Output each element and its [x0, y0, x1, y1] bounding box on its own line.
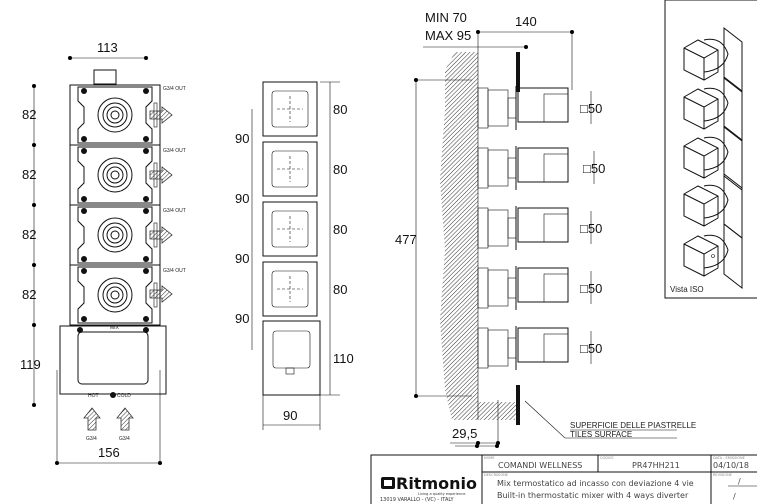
svg-text:Built-in thermostatic mixer wi: Built-in thermostatic mixer with 4 ways …: [497, 491, 689, 500]
svg-text:G3/4 OUT: G3/4 OUT: [163, 148, 186, 154]
svg-text:82: 82: [22, 167, 36, 182]
svg-text:140: 140: [515, 14, 537, 29]
svg-text:80: 80: [333, 282, 347, 297]
knob-size-labels: □50 □50 □50 □50 □50: [580, 91, 605, 364]
svg-text:MAX 95: MAX 95: [425, 28, 471, 43]
dimensions: 113 156 82 82 82 82 119: [20, 40, 162, 465]
svg-text:90: 90: [235, 131, 249, 146]
svg-text:82: 82: [22, 287, 36, 302]
svg-text:/: /: [738, 477, 741, 486]
svg-text:□50: □50: [580, 281, 602, 296]
svg-text:90: 90: [235, 311, 249, 326]
svg-text:29,5: 29,5: [452, 426, 477, 441]
svg-text:G3/4: G3/4: [86, 436, 97, 442]
svg-text:80: 80: [333, 162, 347, 177]
title-block: Ritmonio Living a quality experience. 13…: [370, 444, 757, 504]
side-dimensions: MIN 70 MAX 95 140 477 □50 □50 □50 □50 □5…: [395, 10, 696, 445]
svg-text:□50: □50: [580, 101, 602, 116]
svg-text:90: 90: [235, 191, 249, 206]
svg-text:Vista ISO: Vista ISO: [670, 285, 704, 294]
inlet-arrows: G3/4 G3/4: [83, 407, 134, 442]
iso-view: Vista ISO: [664, 0, 757, 299]
svg-text:/: /: [733, 492, 736, 501]
svg-text:COLD: COLD: [117, 393, 131, 399]
svg-text:MIX: MIX: [110, 325, 120, 331]
svg-text:COMANDI WELLNESS: COMANDI WELLNESS: [498, 461, 582, 470]
svg-text:82: 82: [22, 107, 36, 122]
svg-text:HOT: HOT: [88, 393, 99, 399]
svg-text:80: 80: [333, 102, 347, 117]
svg-text:DATA - EMISSIONE: DATA - EMISSIONE: [713, 456, 745, 460]
svg-text:TILES SURFACE: TILES SURFACE: [570, 430, 632, 439]
svg-text:□50: □50: [580, 221, 602, 236]
svg-text:90: 90: [235, 251, 249, 266]
mixer-body: MIX HOT COLD: [59, 325, 167, 399]
svg-text:113: 113: [97, 40, 118, 55]
plate-view: 80 80 80 80 110 90 90 90 90 90: [235, 81, 354, 430]
svg-text:SUPERFICIE DELLE PIASTRELLE: SUPERFICIE DELLE PIASTRELLE: [570, 421, 696, 430]
front-module-view: MIX HOT COLD G3/4 OUT G3/4 OUT G3/4 OUT …: [20, 40, 186, 465]
svg-text:Living a quality experience.: Living a quality experience.: [418, 492, 466, 496]
svg-text:477: 477: [395, 232, 417, 247]
svg-text:119: 119: [20, 357, 41, 372]
svg-text:MIN 70: MIN 70: [425, 10, 467, 25]
svg-text:NOME: NOME: [484, 456, 495, 460]
svg-text:□50: □50: [580, 341, 602, 356]
ritmonio-logo: Ritmonio Living a quality experience. 13…: [380, 474, 477, 503]
svg-text:110: 110: [333, 351, 354, 366]
svg-text:G3/4 OUT: G3/4 OUT: [163, 268, 186, 274]
svg-text:CODICE: CODICE: [600, 456, 614, 460]
svg-text:G3/4 OUT: G3/4 OUT: [163, 86, 186, 92]
outlet-arrows: G3/4 OUT G3/4 OUT G3/4 OUT G3/4 OUT: [149, 86, 186, 303]
connector-top: [93, 69, 117, 85]
svg-text:80: 80: [333, 222, 347, 237]
svg-text:REVISIONE: REVISIONE: [713, 473, 732, 477]
svg-text:90: 90: [283, 408, 297, 423]
svg-text:13019 VARALLO - (VC) - ITALY: 13019 VARALLO - (VC) - ITALY: [380, 497, 454, 503]
svg-text:156: 156: [98, 445, 120, 460]
svg-text:04/10/18: 04/10/18: [713, 461, 749, 470]
svg-text:82: 82: [22, 227, 36, 242]
svg-text:Ritmonio: Ritmonio: [396, 474, 477, 493]
svg-text:□50: □50: [583, 161, 605, 176]
svg-text:Mix termostatico ad incasso co: Mix termostatico ad incasso con deviazio…: [497, 479, 694, 488]
svg-text:G3/4: G3/4: [119, 436, 130, 442]
svg-text:G3/4 OUT: G3/4 OUT: [163, 208, 186, 214]
side-view: MIN 70 MAX 95 140 477 □50 □50 □50 □50 □5…: [395, 10, 696, 445]
svg-text:DESCRIZIONE: DESCRIZIONE: [484, 473, 508, 477]
svg-text:PR47HH211: PR47HH211: [632, 461, 680, 470]
